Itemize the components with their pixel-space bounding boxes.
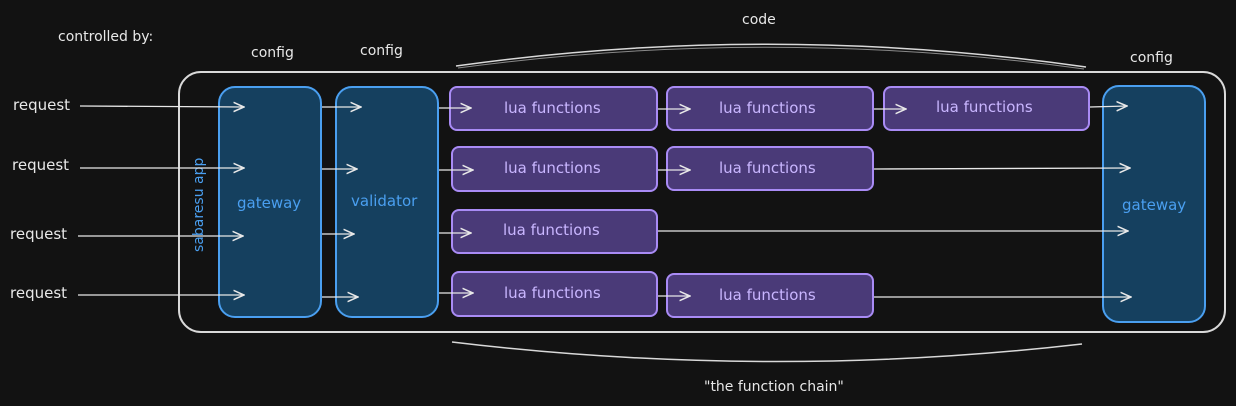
- lua-function-label: lua functions: [504, 284, 601, 302]
- validator-label: validator: [351, 192, 418, 210]
- request-arrows: [78, 106, 244, 295]
- app-boundary: [178, 71, 1226, 333]
- lua-function-box[interactable]: [451, 209, 658, 254]
- function-chain-brace: [451, 341, 1083, 363]
- gateway-out-node[interactable]: [1102, 85, 1206, 323]
- request-label: request: [10, 225, 67, 243]
- function-chain-label: "the function chain": [704, 379, 844, 395]
- lua-function-box[interactable]: [451, 146, 658, 192]
- lua-function-label: lua functions: [719, 286, 816, 304]
- lua-function-label: lua functions: [719, 99, 816, 117]
- lua-function-box[interactable]: [666, 146, 874, 191]
- validator-node[interactable]: [335, 86, 439, 318]
- gateway-in-node[interactable]: [218, 86, 322, 318]
- gateway-validator-arrows: [322, 107, 361, 297]
- lua-function-box[interactable]: [451, 271, 658, 317]
- config-label-validator: config: [360, 43, 403, 59]
- code-label: code: [742, 12, 776, 28]
- request-label: request: [12, 156, 69, 174]
- request-label: request: [10, 284, 67, 302]
- gateway-out-arrows: [658, 106, 1131, 297]
- validator-lua-arrows: [439, 108, 473, 293]
- config-label-gateway-out: config: [1130, 50, 1173, 66]
- gateway-in-label: gateway: [237, 194, 301, 212]
- app-label: sabaresu app: [191, 158, 207, 252]
- lua-function-label: lua functions: [719, 159, 816, 177]
- lua-function-label: lua functions: [504, 99, 601, 117]
- controlled-by-label: controlled by:: [58, 29, 153, 45]
- code-brace: [455, 43, 1087, 68]
- gateway-out-label: gateway: [1122, 196, 1186, 214]
- lua-function-label: lua functions: [503, 221, 600, 239]
- config-label-gateway: config: [251, 45, 294, 61]
- lua-chain-arrows: [658, 109, 906, 296]
- lua-function-label: lua functions: [936, 98, 1033, 116]
- lua-function-label: lua functions: [504, 159, 601, 177]
- request-label: request: [13, 96, 70, 114]
